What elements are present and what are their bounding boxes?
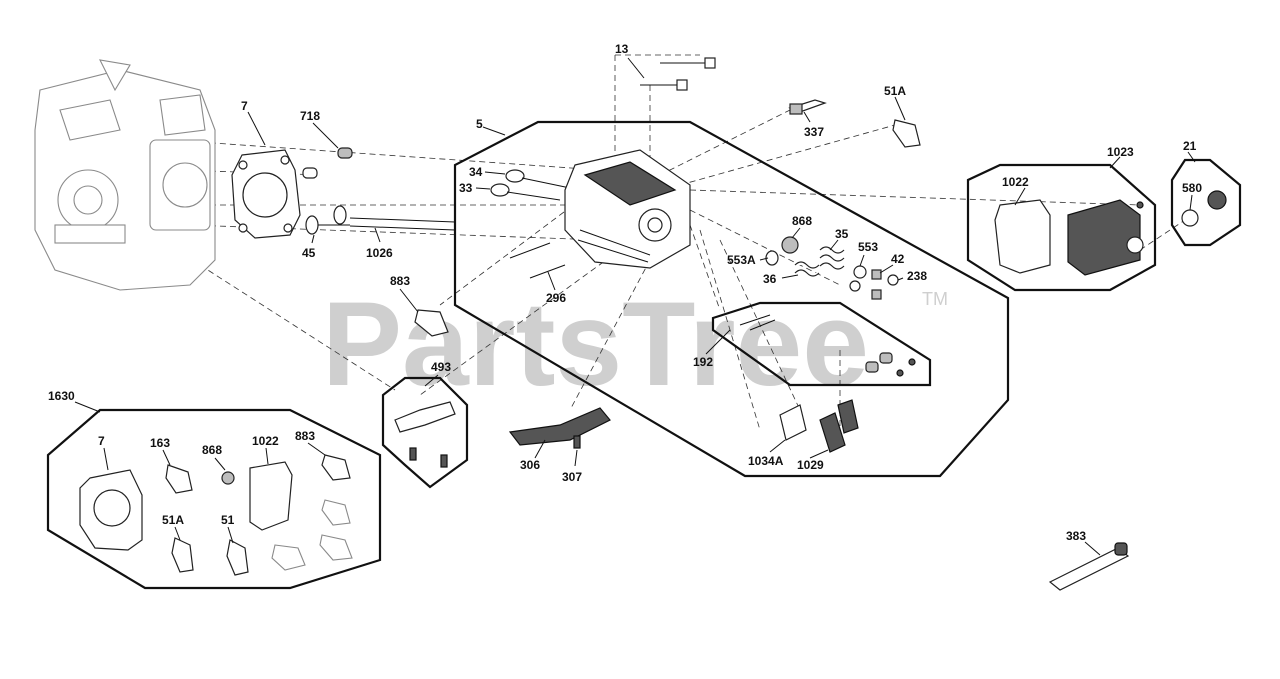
rocker-arm-group-outline xyxy=(711,301,932,387)
callout-383: 383 xyxy=(1066,529,1086,543)
callout-1026: 1026 xyxy=(366,246,393,260)
tappet-icon xyxy=(305,205,350,235)
exhaust-gasket-icon xyxy=(892,119,921,148)
rocker-arm-icon xyxy=(739,314,916,377)
guide-plate-icon xyxy=(508,407,611,449)
rocker-plate-icon xyxy=(779,399,859,453)
engine-block-icon xyxy=(34,59,216,291)
callout-33: 33 xyxy=(459,181,473,195)
callout-51a-top: 51A xyxy=(884,84,906,98)
callout-labels: 13 51A 337 7 718 5 34 33 45 1026 868 35 … xyxy=(48,42,1202,543)
callout-7-kit: 7 xyxy=(98,434,105,448)
breather-cap-icon xyxy=(1181,190,1227,227)
callout-337: 337 xyxy=(804,125,824,139)
spark-plug-icon xyxy=(788,99,827,115)
intake-gasket-icon xyxy=(414,309,449,337)
callout-51a-kit: 51A xyxy=(162,513,184,527)
callout-718: 718 xyxy=(300,109,320,123)
callout-307: 307 xyxy=(562,470,582,484)
callout-1022: 1022 xyxy=(1002,175,1029,189)
kit-parts-icon xyxy=(79,454,353,576)
callout-1034a: 1034A xyxy=(748,454,784,468)
valve-icon xyxy=(490,169,571,201)
callout-34: 34 xyxy=(469,165,483,179)
callout-553a: 553A xyxy=(727,253,756,267)
cylinder-head-icon xyxy=(564,149,691,269)
tool-icon xyxy=(1048,542,1130,591)
callout-1023: 1023 xyxy=(1107,145,1134,159)
callout-45: 45 xyxy=(302,246,316,260)
gasket-kit-outline xyxy=(46,408,382,590)
callout-868: 868 xyxy=(792,214,812,228)
callout-163-kit: 163 xyxy=(150,436,170,450)
bracket-group-outline xyxy=(381,376,469,489)
callout-883-kit: 883 xyxy=(295,429,315,443)
cylinder-head-group-outline xyxy=(453,120,1010,478)
callout-1022-kit: 1022 xyxy=(252,434,279,448)
callout-1029: 1029 xyxy=(797,458,824,472)
stud-icon xyxy=(509,242,566,279)
watermark-text: PartsTree xyxy=(322,277,869,411)
callout-1630: 1630 xyxy=(48,389,75,403)
callout-296: 296 xyxy=(546,291,566,305)
callout-553: 553 xyxy=(858,240,878,254)
callout-192: 192 xyxy=(693,355,713,369)
callout-5: 5 xyxy=(476,117,483,131)
dowel-pin-icon xyxy=(302,147,353,179)
callout-868-kit: 868 xyxy=(202,443,222,457)
callout-7: 7 xyxy=(241,99,248,113)
callout-36: 36 xyxy=(763,272,777,286)
callout-51-kit: 51 xyxy=(221,513,235,527)
callout-493: 493 xyxy=(431,360,451,374)
rocker-cover-icon xyxy=(994,199,1144,276)
callout-35: 35 xyxy=(835,227,849,241)
bracket-icon xyxy=(394,401,456,468)
callout-238: 238 xyxy=(907,269,927,283)
breather-group-outline xyxy=(1170,158,1242,247)
assembly-lines xyxy=(169,54,1186,431)
callout-42: 42 xyxy=(891,252,905,266)
leader-lines xyxy=(74,57,1196,556)
head-gasket-icon xyxy=(231,149,301,239)
callout-13: 13 xyxy=(615,42,629,56)
callout-306: 306 xyxy=(520,458,540,472)
watermark-trademark: TM xyxy=(922,289,948,309)
head-bolt-icon xyxy=(640,57,716,91)
callout-580: 580 xyxy=(1182,181,1202,195)
rocker-cover-group-outline xyxy=(966,163,1157,292)
callout-21: 21 xyxy=(1183,139,1197,153)
push-rod-icon xyxy=(349,217,456,231)
callout-883: 883 xyxy=(390,274,410,288)
